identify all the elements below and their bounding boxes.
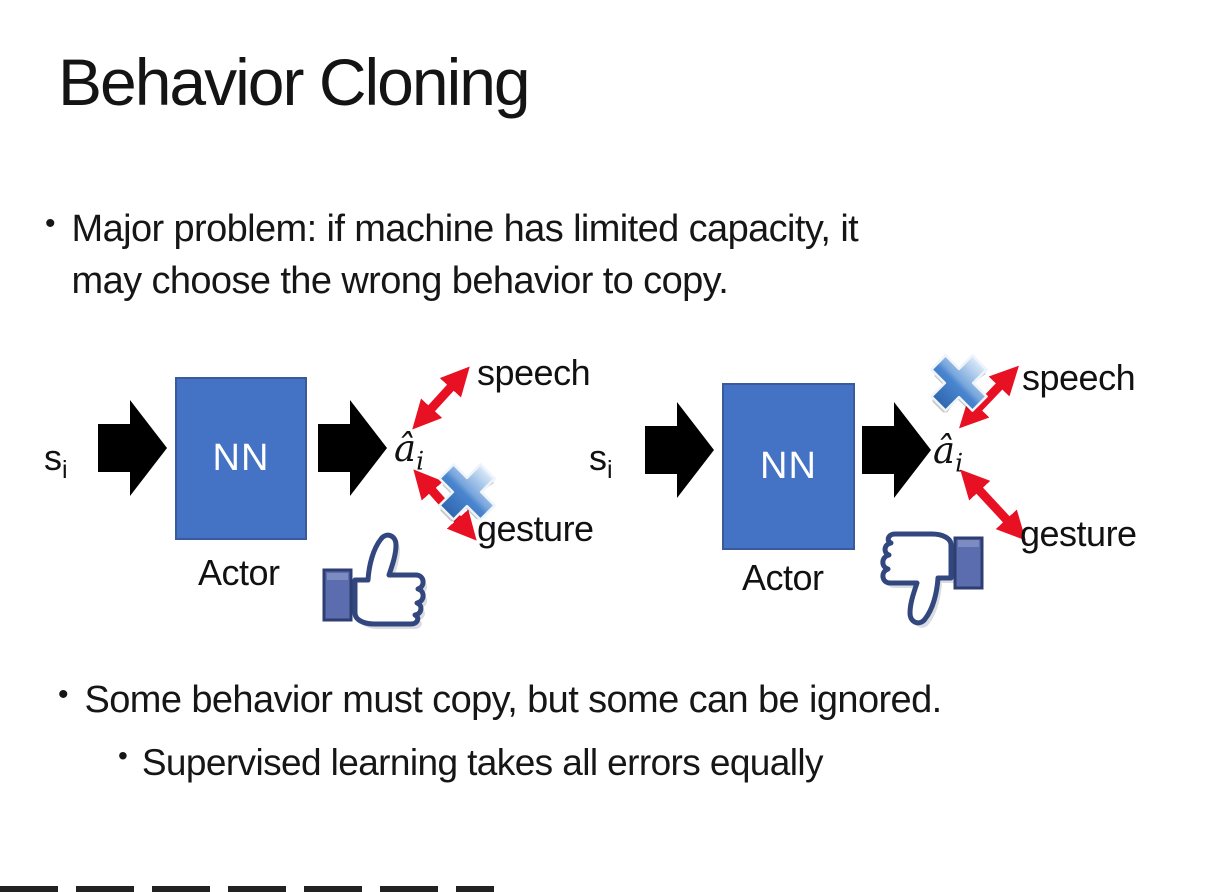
flow-arrow-left-input xyxy=(98,400,167,496)
bullet-some-behavior: • Some behavior must copy, but some can … xyxy=(58,675,942,727)
input-label-right: si xyxy=(589,437,613,485)
bottom-edge-marks xyxy=(0,886,494,892)
flow-arrow-right-output xyxy=(862,402,931,498)
bullet-supervised-learning: • Supervised learning takes all errors e… xyxy=(118,738,824,788)
bullet-supervised-learning-text: Supervised learning takes all errors equ… xyxy=(141,742,824,783)
nn-box-right: NN xyxy=(722,383,855,550)
thumbs-up-icon xyxy=(322,532,428,629)
nn-box-right-label: NN xyxy=(760,445,817,487)
bullet-major-problem: • Major problem: if machine has limited … xyxy=(45,204,859,307)
branch-arrow-right-gesture xyxy=(960,469,1026,541)
branch-arrow-right-speech xyxy=(959,365,1019,429)
input-label-left: si xyxy=(44,437,68,485)
bullet-glyph: • xyxy=(58,678,69,711)
branch-label-right-gesture: gesture xyxy=(1020,513,1137,554)
nn-box-left: NN xyxy=(175,377,307,540)
diagram-canvas xyxy=(98,354,1026,629)
actor-label-left: Actor xyxy=(198,552,280,593)
branch-label-left-speech: speech xyxy=(477,352,591,393)
nn-box-left-label: NN xyxy=(212,437,270,479)
flow-arrow-left-output xyxy=(318,400,387,496)
cross-out-icon-left xyxy=(438,463,496,522)
output-label-left: âi xyxy=(394,427,425,476)
bullet-major-problem-text: Major problem: if machine has limited ca… xyxy=(72,204,859,307)
slide-title: Behavior Cloning xyxy=(58,45,531,119)
bullet-some-behavior-text: Some behavior must copy, but some can be… xyxy=(84,679,943,721)
flow-arrow-right-input xyxy=(645,402,714,498)
bullet-line-2: may choose the wrong behavior to copy. xyxy=(71,259,729,302)
thumbs-down-icon xyxy=(880,531,984,628)
cross-out-icon-right xyxy=(930,354,988,413)
actor-label-right: Actor xyxy=(742,557,824,598)
bullet-line-1: Major problem: if machine has limited ca… xyxy=(71,208,859,250)
branch-arrow-left-speech xyxy=(412,366,470,430)
output-label-right: âi xyxy=(933,429,964,478)
branch-label-left-gesture: gesture xyxy=(477,508,594,549)
branch-label-right-speech: speech xyxy=(1022,357,1136,398)
bullet-glyph: • xyxy=(45,207,56,240)
bullet-glyph: • xyxy=(118,740,128,771)
